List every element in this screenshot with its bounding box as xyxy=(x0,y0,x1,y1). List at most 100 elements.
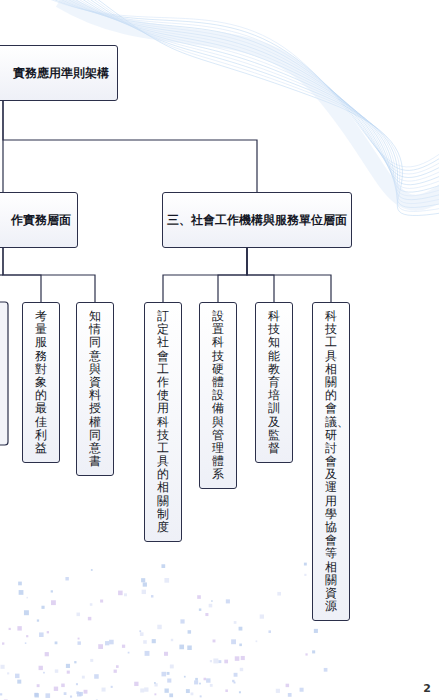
dot xyxy=(134,682,138,686)
dot xyxy=(194,680,198,684)
dot xyxy=(2,642,4,644)
dot xyxy=(18,582,22,586)
dot xyxy=(4,699,8,700)
dot xyxy=(90,659,93,662)
dot xyxy=(74,661,76,663)
dot xyxy=(277,592,281,596)
dot xyxy=(167,672,170,675)
level-title: 實務應用準則架構 xyxy=(13,66,109,81)
dot xyxy=(210,660,212,662)
dot xyxy=(256,640,258,642)
dot xyxy=(305,653,307,655)
dot xyxy=(231,639,236,644)
connector xyxy=(3,248,95,302)
dot xyxy=(76,691,79,694)
dot xyxy=(25,642,27,644)
wave-band xyxy=(60,0,439,203)
dot xyxy=(200,695,202,697)
dot xyxy=(55,669,58,672)
dot xyxy=(260,614,264,618)
dot xyxy=(143,640,147,644)
dot xyxy=(205,613,208,616)
dot xyxy=(234,621,237,624)
dot xyxy=(288,693,292,697)
dot xyxy=(37,684,40,687)
dot xyxy=(213,658,218,663)
dot xyxy=(171,639,173,641)
connector xyxy=(218,248,247,302)
dot xyxy=(41,606,44,609)
dot xyxy=(139,630,141,632)
dot xyxy=(268,630,271,633)
dot xyxy=(304,574,306,576)
dot xyxy=(43,672,45,674)
item-box: 設置科技硬體設備與管理體系 xyxy=(199,302,237,489)
item-text: 訂定社會工作使用科技工具的相關制度 xyxy=(157,310,169,534)
dot xyxy=(191,692,194,695)
dot xyxy=(51,600,56,605)
dot xyxy=(34,693,38,697)
dot xyxy=(17,626,21,630)
dot xyxy=(239,644,242,647)
dot xyxy=(140,688,144,692)
cut-box xyxy=(0,302,8,445)
dot xyxy=(94,674,99,679)
item-text: 科技工具相關的會議、研討會及運用學協會等相關資源 xyxy=(325,310,337,613)
dot xyxy=(118,591,123,596)
dot xyxy=(91,569,93,571)
dot xyxy=(35,693,39,697)
dot xyxy=(170,664,174,668)
dot xyxy=(64,692,67,695)
dot xyxy=(79,692,83,696)
dot xyxy=(211,600,213,602)
dot xyxy=(161,672,166,677)
dot xyxy=(206,678,210,682)
dot xyxy=(77,613,81,617)
dot xyxy=(7,672,9,674)
dot xyxy=(84,690,88,694)
dot xyxy=(143,582,147,586)
dot xyxy=(1,665,5,669)
dot xyxy=(66,664,70,668)
dot xyxy=(24,610,29,615)
dot xyxy=(111,686,113,688)
dot xyxy=(90,603,93,606)
dot xyxy=(76,683,78,685)
dot xyxy=(210,684,213,687)
item-box: 科技知能教育培訓及監督 xyxy=(255,302,293,463)
dot xyxy=(187,645,192,650)
dot xyxy=(145,651,150,656)
dot xyxy=(209,604,213,608)
dot xyxy=(51,590,53,592)
dot xyxy=(105,641,109,645)
connector xyxy=(3,101,257,192)
dot xyxy=(184,676,186,678)
dot xyxy=(114,670,117,673)
dot xyxy=(167,678,171,682)
dot xyxy=(0,693,2,695)
dot xyxy=(26,635,28,637)
dot xyxy=(204,678,207,681)
item-text: 設置科技硬體設備與管理體系 xyxy=(212,310,224,481)
dot xyxy=(218,660,221,663)
item-box: 訂定社會工作使用科技工具的相關制度 xyxy=(144,302,182,542)
dot xyxy=(142,590,146,594)
dot xyxy=(122,645,125,648)
level-box: 實務應用準則架構 xyxy=(0,45,118,101)
dot xyxy=(324,668,328,672)
dot xyxy=(140,632,144,636)
dot xyxy=(312,650,315,653)
dot xyxy=(47,631,49,633)
dot xyxy=(144,687,148,691)
dot xyxy=(225,689,228,692)
item-box: 考量服務對象的最佳利益 xyxy=(22,302,60,463)
level-box: 三、社會工作機構與服務單位層面 xyxy=(162,192,352,248)
item-text: 考量服務對象的最佳利益 xyxy=(35,310,47,455)
dot xyxy=(45,652,49,656)
level-box: 作實務層面 xyxy=(0,192,78,248)
dot xyxy=(164,652,168,656)
dot xyxy=(88,617,91,620)
dot xyxy=(188,630,192,634)
item-text: 知情同意與資料授權同意書 xyxy=(89,310,101,468)
